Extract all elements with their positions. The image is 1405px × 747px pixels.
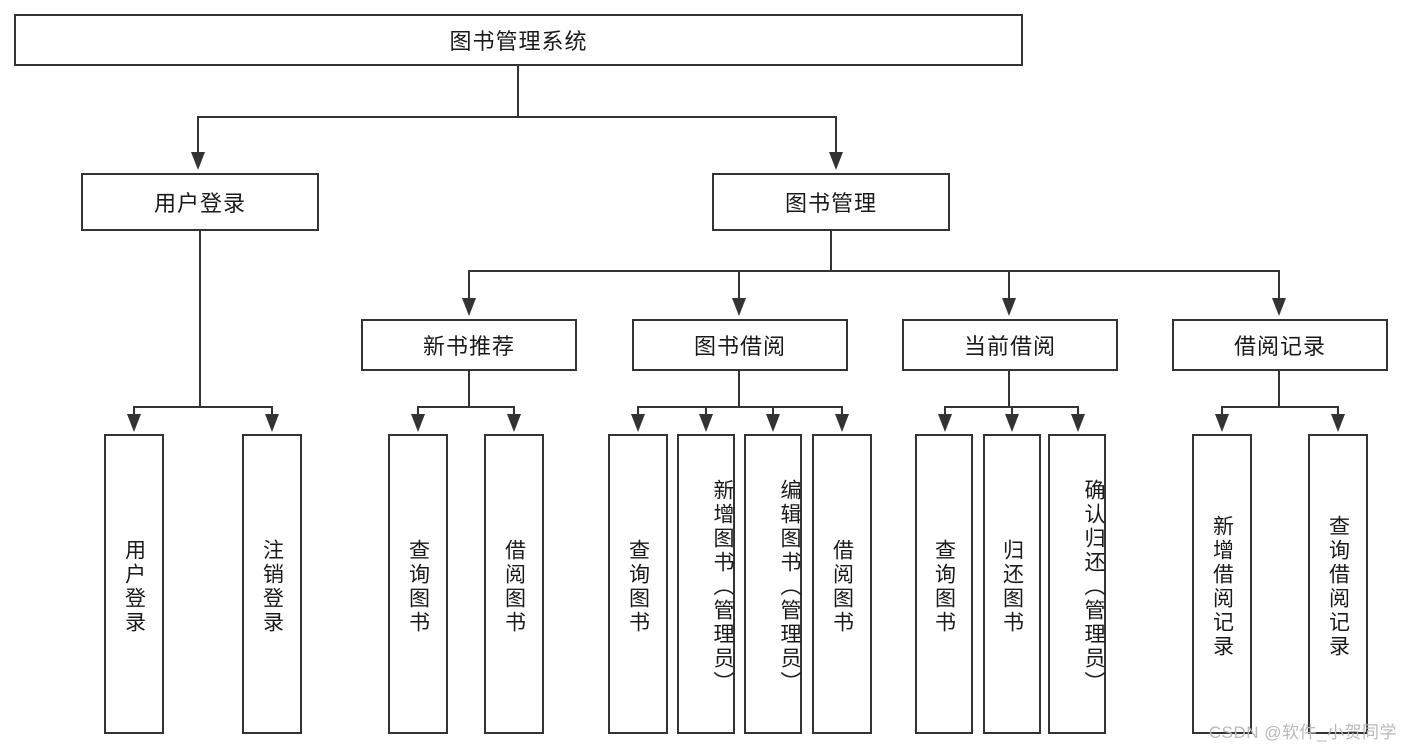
node-root-book-management-system[interactable]: 图书管理系统: [14, 14, 1023, 66]
connector-drop-leaf-query-book-3: [944, 406, 946, 418]
leaf-borrow-book-borrow[interactable]: 借阅图书: [812, 434, 872, 734]
node-label: 借阅记录: [1233, 334, 1326, 359]
node-label: 借阅图书: [830, 539, 854, 635]
connector-drop-leaf-add-record: [1221, 406, 1223, 418]
connector-drop-user-login: [197, 116, 199, 154]
node-label: 用户登录: [153, 191, 246, 216]
arrow-new-book: [462, 298, 476, 316]
node-label: 查询图书: [932, 539, 956, 635]
node-new-book-recommend[interactable]: 新书推荐: [361, 319, 577, 371]
arrow-leaf-query-book-2: [631, 414, 645, 432]
connector-level3-bus: [468, 270, 1280, 272]
node-label: 用户登录: [122, 539, 146, 635]
node-label: 注销登录: [260, 539, 284, 635]
node-label: 编辑图书（管理员）: [778, 479, 801, 695]
node-label: 当前借阅: [963, 334, 1056, 359]
connector-book-management-stem: [830, 231, 832, 272]
leaf-query-borrow-record[interactable]: 查询借阅记录: [1308, 434, 1368, 734]
connector-drop-leaf-logout: [271, 406, 273, 418]
node-borrow-record[interactable]: 借阅记录: [1172, 319, 1388, 371]
node-label: 新增借阅记录: [1210, 515, 1234, 659]
leaf-return-book[interactable]: 归还图书: [983, 434, 1041, 734]
node-label: 确认归还（管理员）: [1082, 479, 1105, 695]
arrow-borrow-record: [1272, 298, 1286, 316]
connector-drop-leaf-borrow-book-2: [841, 406, 843, 418]
node-current-borrow[interactable]: 当前借阅: [902, 319, 1118, 371]
node-label: 图书借阅: [693, 334, 786, 359]
connector-drop-leaf-query-book-2: [637, 406, 639, 418]
node-label: 查询图书: [406, 539, 430, 635]
node-label: 归还图书: [1000, 539, 1024, 635]
arrow-leaf-logout: [265, 414, 279, 432]
connector-current-borrow-stem: [1008, 371, 1010, 408]
arrow-leaf-return-book: [1005, 414, 1019, 432]
connector-drop-leaf-query-book-1: [417, 406, 419, 418]
leaf-query-book-current[interactable]: 查询图书: [915, 434, 973, 734]
leaf-user-login[interactable]: 用户登录: [104, 434, 164, 734]
node-label: 图书管理系统: [449, 29, 588, 54]
connector-drop-new-book: [468, 270, 470, 302]
connector-drop-leaf-return-book: [1011, 406, 1013, 418]
arrow-leaf-query-book-1: [411, 414, 425, 432]
arrow-leaf-edit-book: [766, 414, 780, 432]
connector-drop-leaf-edit-book: [772, 406, 774, 418]
connector-drop-current-borrow: [1008, 270, 1010, 302]
leaf-query-book-borrow[interactable]: 查询图书: [608, 434, 668, 734]
arrow-leaf-add-book: [699, 414, 713, 432]
arrow-leaf-borrow-book-2: [835, 414, 849, 432]
arrow-current-borrow: [1002, 298, 1016, 316]
arrow-user-login: [191, 152, 205, 170]
connector-new-book-bus: [417, 406, 515, 408]
connector-drop-leaf-add-book: [705, 406, 707, 418]
connector-borrow-record-bus: [1221, 406, 1337, 408]
leaf-edit-book-admin[interactable]: 编辑图书（管理员）: [744, 434, 802, 734]
arrow-leaf-borrow-book-1: [507, 414, 521, 432]
connector-drop-book-management: [835, 116, 837, 154]
arrow-leaf-confirm-return: [1071, 414, 1085, 432]
arrow-leaf-query-record: [1331, 414, 1345, 432]
leaf-add-book-admin[interactable]: 新增图书（管理员）: [677, 434, 735, 734]
leaf-add-borrow-record[interactable]: 新增借阅记录: [1192, 434, 1252, 734]
connector-drop-leaf-borrow-book-1: [513, 406, 515, 418]
node-label: 图书管理: [784, 191, 877, 216]
arrow-book-borrow: [732, 298, 746, 316]
arrow-leaf-query-book-3: [938, 414, 952, 432]
connector-drop-borrow-record: [1278, 270, 1280, 302]
connector-borrow-record-stem: [1278, 371, 1280, 408]
node-label: 借阅图书: [502, 539, 526, 635]
connector-book-borrow-stem: [738, 371, 740, 408]
connector-level1-bus: [197, 116, 837, 118]
node-label: 查询借阅记录: [1326, 515, 1350, 659]
leaf-borrow-book-recommend[interactable]: 借阅图书: [484, 434, 544, 734]
connector-book-borrow-bus: [637, 406, 843, 408]
connector-new-book-stem: [468, 371, 470, 408]
connector-drop-leaf-query-record: [1337, 406, 1339, 418]
leaf-query-book-recommend[interactable]: 查询图书: [388, 434, 448, 734]
node-label: 新增图书（管理员）: [711, 479, 734, 695]
node-book-borrow[interactable]: 图书借阅: [632, 319, 848, 371]
connector-drop-leaf-confirm-return: [1077, 406, 1079, 418]
watermark-text: CSDN @软件_小贺同学: [1208, 723, 1397, 742]
node-label: 新书推荐: [422, 334, 515, 359]
connector-user-login-bus: [133, 406, 273, 408]
connector-user-login-stem: [199, 231, 201, 408]
arrow-leaf-add-record: [1215, 414, 1229, 432]
arrow-leaf-user-login: [127, 414, 141, 432]
arrow-book-management: [829, 152, 843, 170]
node-book-management[interactable]: 图书管理: [712, 173, 950, 231]
connector-drop-book-borrow: [738, 270, 740, 302]
leaf-confirm-return-admin[interactable]: 确认归还（管理员）: [1048, 434, 1106, 734]
node-label: 查询图书: [626, 539, 650, 635]
connector-root-stem: [517, 66, 519, 116]
leaf-logout[interactable]: 注销登录: [242, 434, 302, 734]
node-user-login[interactable]: 用户登录: [81, 173, 319, 231]
connector-drop-leaf-user-login: [133, 406, 135, 418]
